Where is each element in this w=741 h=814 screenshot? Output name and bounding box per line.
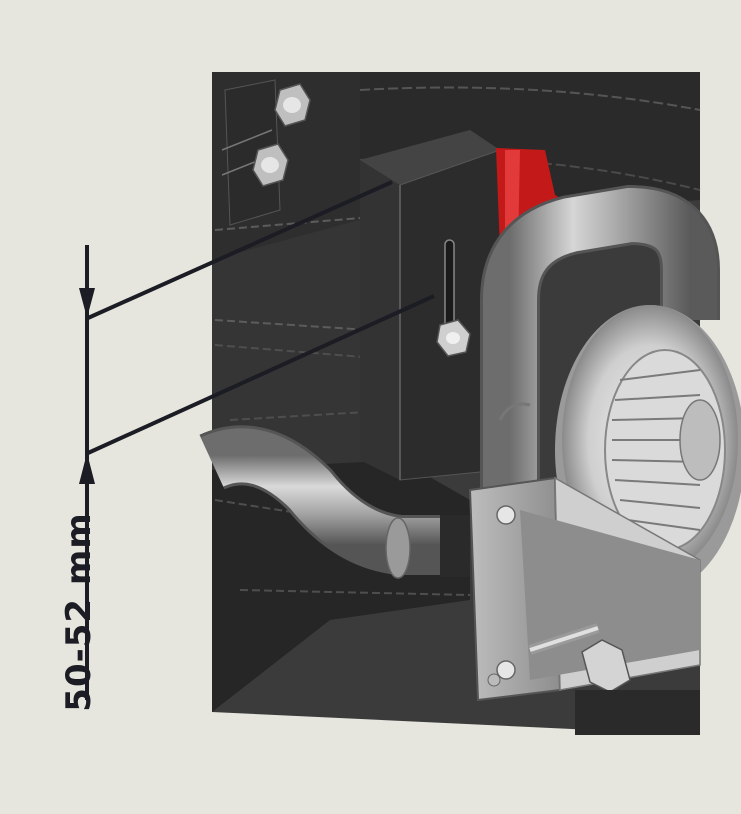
adjustment-screw — [436, 319, 471, 357]
hex-nut-lower — [252, 143, 289, 187]
shaft-nut — [528, 623, 700, 735]
arrow-up-icon — [79, 453, 95, 484]
hex-nut-upper — [274, 83, 311, 127]
air-pipe-horizontal — [199, 425, 470, 579]
dimension-label: 50-52 mm — [59, 512, 99, 712]
adjustment-plate — [360, 130, 501, 481]
mounting-plate — [468, 476, 701, 702]
arrow-down-icon — [79, 288, 95, 318]
air-pipe-vertical — [480, 184, 720, 520]
